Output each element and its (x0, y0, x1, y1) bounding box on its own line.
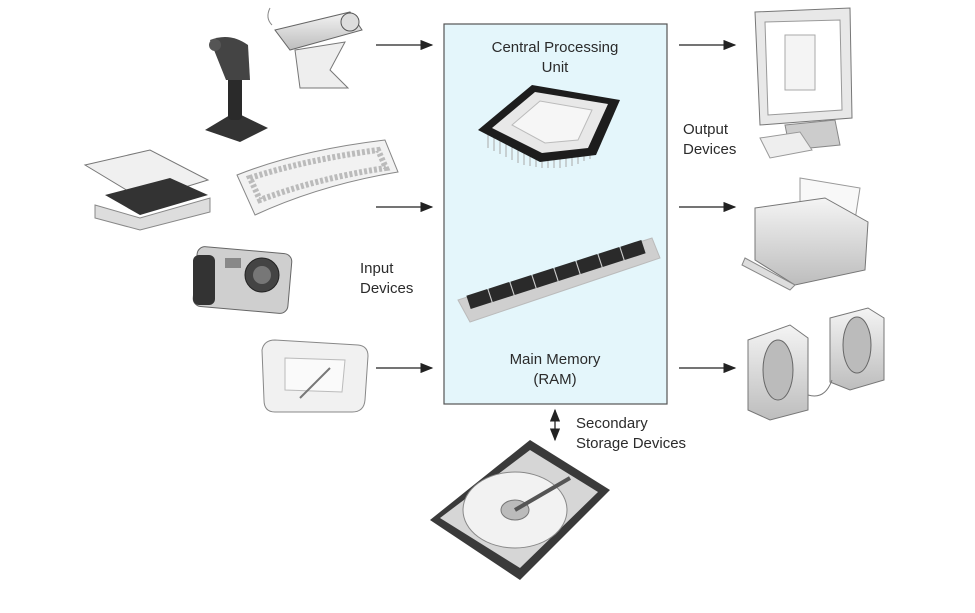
cpu-label-line1: Central Processing (491, 39, 619, 56)
scanner-icon (83, 149, 211, 231)
ram-module-image (457, 237, 661, 323)
speakers-icon (747, 307, 885, 421)
cpu-label-line2: Unit (541, 59, 569, 76)
cpu-label: Central Processing Unit (470, 38, 640, 78)
storage-label-line2: Storage Devices (576, 435, 687, 452)
output-label-line2: Devices (683, 141, 737, 158)
memory-label-line1: Main Memory (509, 351, 601, 368)
printer-icon (741, 177, 869, 291)
keyboard-icon (236, 139, 399, 216)
cpu-memory-box (443, 23, 668, 405)
memory-label: Main Memory (RAM) (470, 350, 640, 390)
input-devices-label: Input Devices (360, 259, 413, 299)
joystick-icon (205, 36, 268, 142)
arrows (376, 39, 737, 442)
storage-devices-label: Secondary Storage Devices (576, 414, 686, 454)
output-label-line1: Output (683, 121, 729, 138)
digital-camera-icon (192, 246, 293, 314)
input-label-line1: Input (360, 260, 394, 277)
output-devices-label: Output Devices (683, 120, 736, 160)
graphics-tablet-icon (261, 339, 369, 413)
memory-label-line2: (RAM) (533, 371, 577, 388)
webcam-icon (267, 7, 363, 89)
storage-label-line1: Secondary (576, 415, 648, 432)
input-label-line2: Devices (360, 280, 414, 297)
cpu-chip-image (478, 85, 620, 168)
monitor-icon (754, 7, 853, 159)
hard-drive-icon (430, 440, 610, 580)
